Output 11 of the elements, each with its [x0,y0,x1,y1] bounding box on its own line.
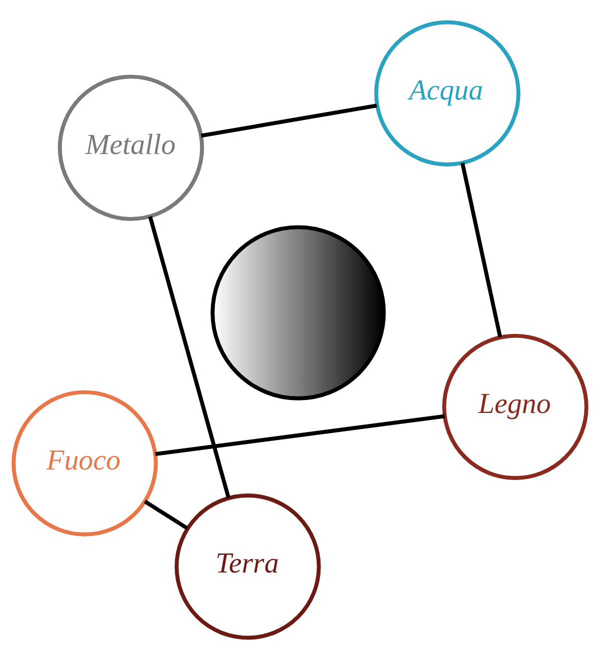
connector [460,162,502,338]
connector [200,104,378,138]
connector [148,216,230,498]
connector [144,500,188,530]
connector [155,414,445,456]
node-circle: Legno [442,334,588,480]
node-circle: Terra [174,494,321,640]
node-circle: Metallo [58,74,204,221]
node-circle [210,225,386,400]
node-circle: Fuoco [12,390,158,536]
node-circle: Acqua [374,20,520,166]
